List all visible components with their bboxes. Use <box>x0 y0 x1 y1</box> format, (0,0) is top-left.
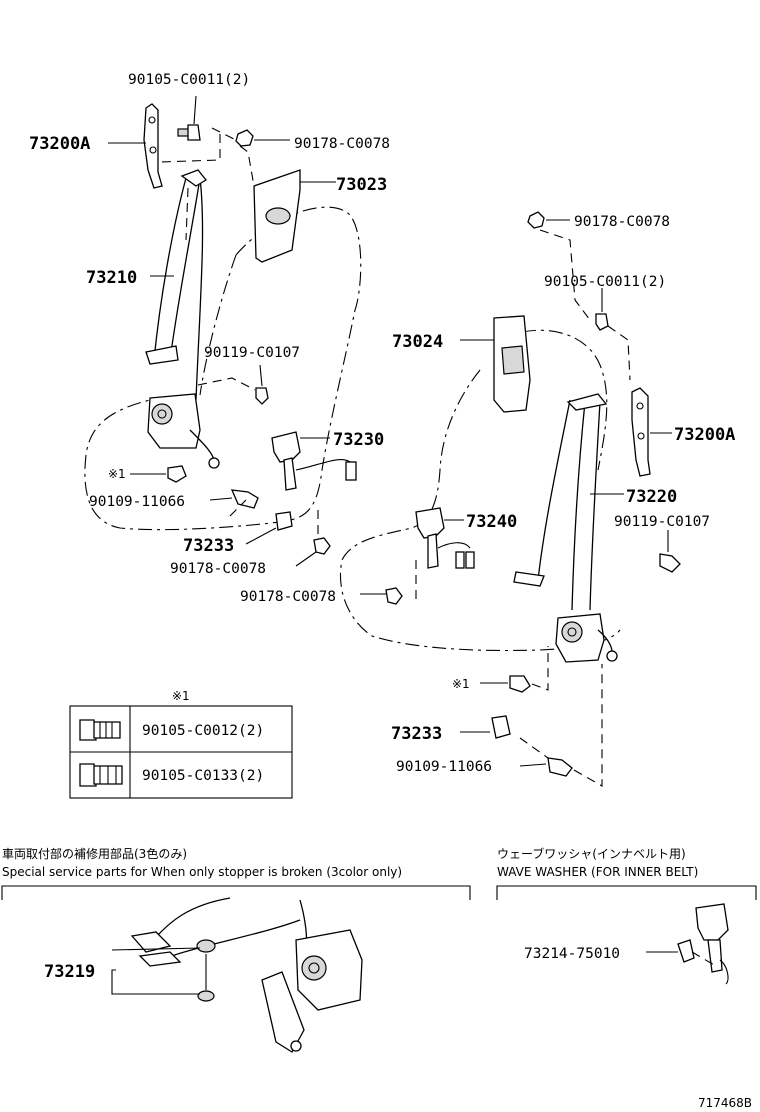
right-retractor <box>555 613 618 663</box>
label-90119-c0107-right: 90119-C0107 <box>614 514 710 530</box>
label-90178-c0078-lower-mid: 90178-C0078 <box>240 589 336 605</box>
label-73200a-left: 73200A <box>29 134 90 154</box>
right-nut-90178-lower <box>360 560 417 605</box>
left-nut-90178-top <box>235 129 290 147</box>
label-note-mark-right: ※1 <box>452 677 470 691</box>
left-seat-outline <box>84 206 362 531</box>
left-bolt-90105 <box>177 95 201 141</box>
label-73214-75010: 73214-75010 <box>524 946 620 962</box>
right-cap-73233 <box>460 715 511 739</box>
left-anchor-73200a <box>108 103 163 189</box>
left-nut-90178-lower <box>295 510 331 567</box>
left-cap-73233 <box>245 511 293 545</box>
left-bolt-90109 <box>209 489 259 509</box>
right-cover-73024 <box>460 315 531 413</box>
note-table-title: ※1 <box>172 689 190 703</box>
wave-title-jp: ウェーブワッシャ(インナベルト用) <box>497 846 686 861</box>
label-90105-c0011-right: 90105-C0011(2) <box>544 274 666 290</box>
right-bolt-90109 <box>519 664 603 787</box>
note-table-row-1-part: 90105-C0012(2) <box>142 723 264 739</box>
left-cover-73023 <box>253 169 336 263</box>
label-note-mark-left: ※1 <box>108 467 126 481</box>
label-90109-11066-left: 90109-11066 <box>89 494 185 510</box>
right-belt-73220 <box>513 393 624 611</box>
right-bolt-90119 <box>659 530 681 573</box>
wave-washer-section <box>496 885 757 985</box>
flange-bolt-long-icon <box>79 763 123 787</box>
flange-bolt-icon <box>79 719 121 741</box>
label-90119-c0107-left: 90119-C0107 <box>204 345 300 361</box>
label-73024: 73024 <box>392 332 443 352</box>
label-73200a-right: 73200A <box>674 425 735 445</box>
label-90109-11066-right: 90109-11066 <box>396 759 492 775</box>
label-73219: 73219 <box>44 962 95 982</box>
wave-title-en: WAVE WASHER (FOR INNER BELT) <box>497 865 698 879</box>
right-bolt-note <box>480 646 549 693</box>
note-table-row-2-part: 90105-C0133(2) <box>142 768 264 784</box>
right-seat-outline <box>339 329 621 652</box>
label-73240: 73240 <box>466 512 517 532</box>
label-73230: 73230 <box>333 430 384 450</box>
left-bolt-note <box>130 465 187 483</box>
left-dash-leaders <box>159 127 255 517</box>
left-retractor <box>147 393 220 469</box>
label-90178-c0078-top-left: 90178-C0078 <box>294 136 390 152</box>
diagram-code: 717468B <box>698 1096 752 1110</box>
label-73023: 73023 <box>336 175 387 195</box>
left-belt-73210 <box>145 169 207 401</box>
label-73220: 73220 <box>626 487 677 507</box>
service-parts-section <box>1 885 471 1053</box>
right-nut-90178-top <box>527 211 591 321</box>
label-90105-c0011-top: 90105-C0011(2) <box>128 72 250 88</box>
right-anchor-73200a <box>631 387 672 477</box>
service-title-jp: 車両取付部の補修用部品(3色のみ) <box>2 846 187 861</box>
left-bolt-90119 <box>197 364 269 405</box>
label-90178-c0078-lower-left: 90178-C0078 <box>170 561 266 577</box>
label-73210: 73210 <box>86 268 137 288</box>
label-90178-c0078-top-right: 90178-C0078 <box>574 214 670 230</box>
right-bolt-90105 <box>595 288 631 381</box>
note-table <box>69 705 293 799</box>
service-title-en: Special service parts for When only stop… <box>2 865 402 879</box>
label-73233-right: 73233 <box>391 724 442 744</box>
left-buckle-73230 <box>271 431 357 491</box>
right-buckle-73240 <box>415 507 475 569</box>
label-73233-left: 73233 <box>183 536 234 556</box>
